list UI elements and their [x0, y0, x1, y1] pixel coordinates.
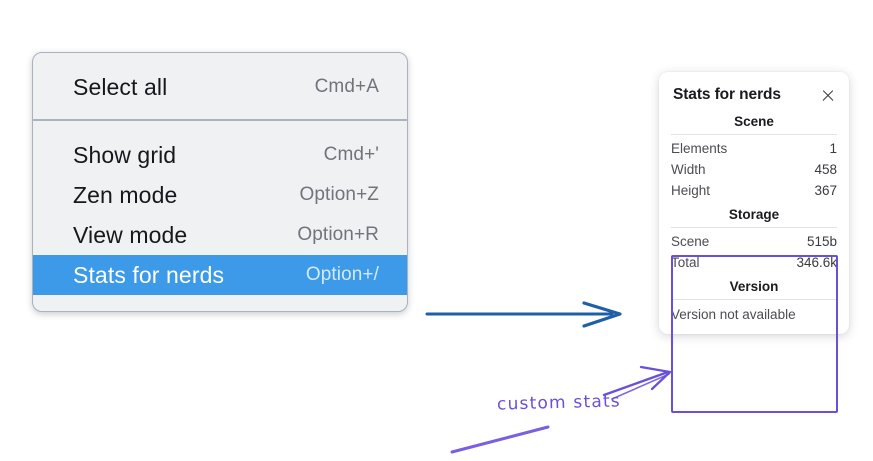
section-heading-scene: Scene: [734, 114, 774, 129]
stats-row-width: Width 458: [671, 159, 837, 180]
stats-row-key: Width: [671, 162, 706, 177]
menu-item-shortcut: Cmd+': [323, 144, 379, 165]
section-heading-storage: Storage: [728, 207, 780, 222]
section-rule: [671, 299, 837, 300]
menu-group-selection: Select all Cmd+A: [33, 53, 407, 119]
section-heading-version: Version: [729, 279, 779, 294]
menu-divider: [33, 119, 407, 121]
stats-row-storage-total: Total 346.6k: [671, 252, 837, 273]
close-icon[interactable]: [820, 87, 836, 103]
callout-label: custom stats: [496, 391, 622, 415]
section-rule: [671, 227, 837, 228]
version-not-available-text: Version not available: [671, 307, 796, 322]
stats-row-value: 346.6k: [796, 255, 837, 270]
stats-row-value: 1: [829, 141, 837, 156]
menu-group-view: Show grid Cmd+' Zen mode Option+Z View m…: [33, 121, 407, 311]
canvas-context-menu[interactable]: Select all Cmd+A Show grid Cmd+' Zen mod…: [32, 52, 408, 312]
menu-item-shortcut: Cmd+A: [314, 76, 379, 97]
menu-item-label: Stats for nerds: [73, 261, 225, 288]
stats-panel-body: Scene Elements 1 Width 458 Height 367 St…: [659, 108, 849, 324]
menu-item-select-all[interactable]: Select all Cmd+A: [33, 67, 407, 107]
stats-row-storage-scene: Scene 515b: [671, 231, 837, 252]
section-rule: [671, 134, 837, 135]
stats-row-elements: Elements 1: [671, 138, 837, 159]
menu-item-label: Zen mode: [73, 181, 178, 208]
stats-row-value: 458: [814, 162, 837, 177]
stats-row-key: Total: [671, 255, 700, 270]
stats-panel-title: Stats for nerds: [673, 86, 781, 103]
menu-bottom-padding: [33, 295, 407, 311]
menu-item-view-mode[interactable]: View mode Option+R: [33, 215, 407, 255]
menu-item-shortcut: Option+R: [297, 224, 379, 245]
stats-for-nerds-panel: Stats for nerds Scene Elements 1 Width 4…: [659, 72, 849, 334]
callout-underline: [450, 425, 550, 454]
menu-item-zen-mode[interactable]: Zen mode Option+Z: [33, 175, 407, 215]
menu-item-label: Select all: [73, 73, 168, 100]
menu-item-shortcut: Option+Z: [299, 184, 379, 205]
menu-item-show-grid[interactable]: Show grid Cmd+': [33, 135, 407, 175]
menu-item-shortcut: Option+/: [305, 264, 379, 285]
stats-panel-header: Stats for nerds: [659, 72, 849, 108]
menu-item-label: Show grid: [73, 141, 177, 168]
stats-row-height: Height 367: [671, 180, 837, 201]
menu-item-stats-for-nerds[interactable]: Stats for nerds Option+/: [33, 255, 407, 295]
stats-row-key: Elements: [671, 141, 728, 156]
menu-item-label: View mode: [73, 221, 188, 248]
stats-row-value: 515b: [806, 234, 837, 249]
stats-row-value: 367: [814, 183, 837, 198]
flow-arrow: [425, 301, 622, 328]
stats-row-key: Scene: [671, 234, 710, 249]
stats-row-key: Height: [671, 183, 711, 198]
